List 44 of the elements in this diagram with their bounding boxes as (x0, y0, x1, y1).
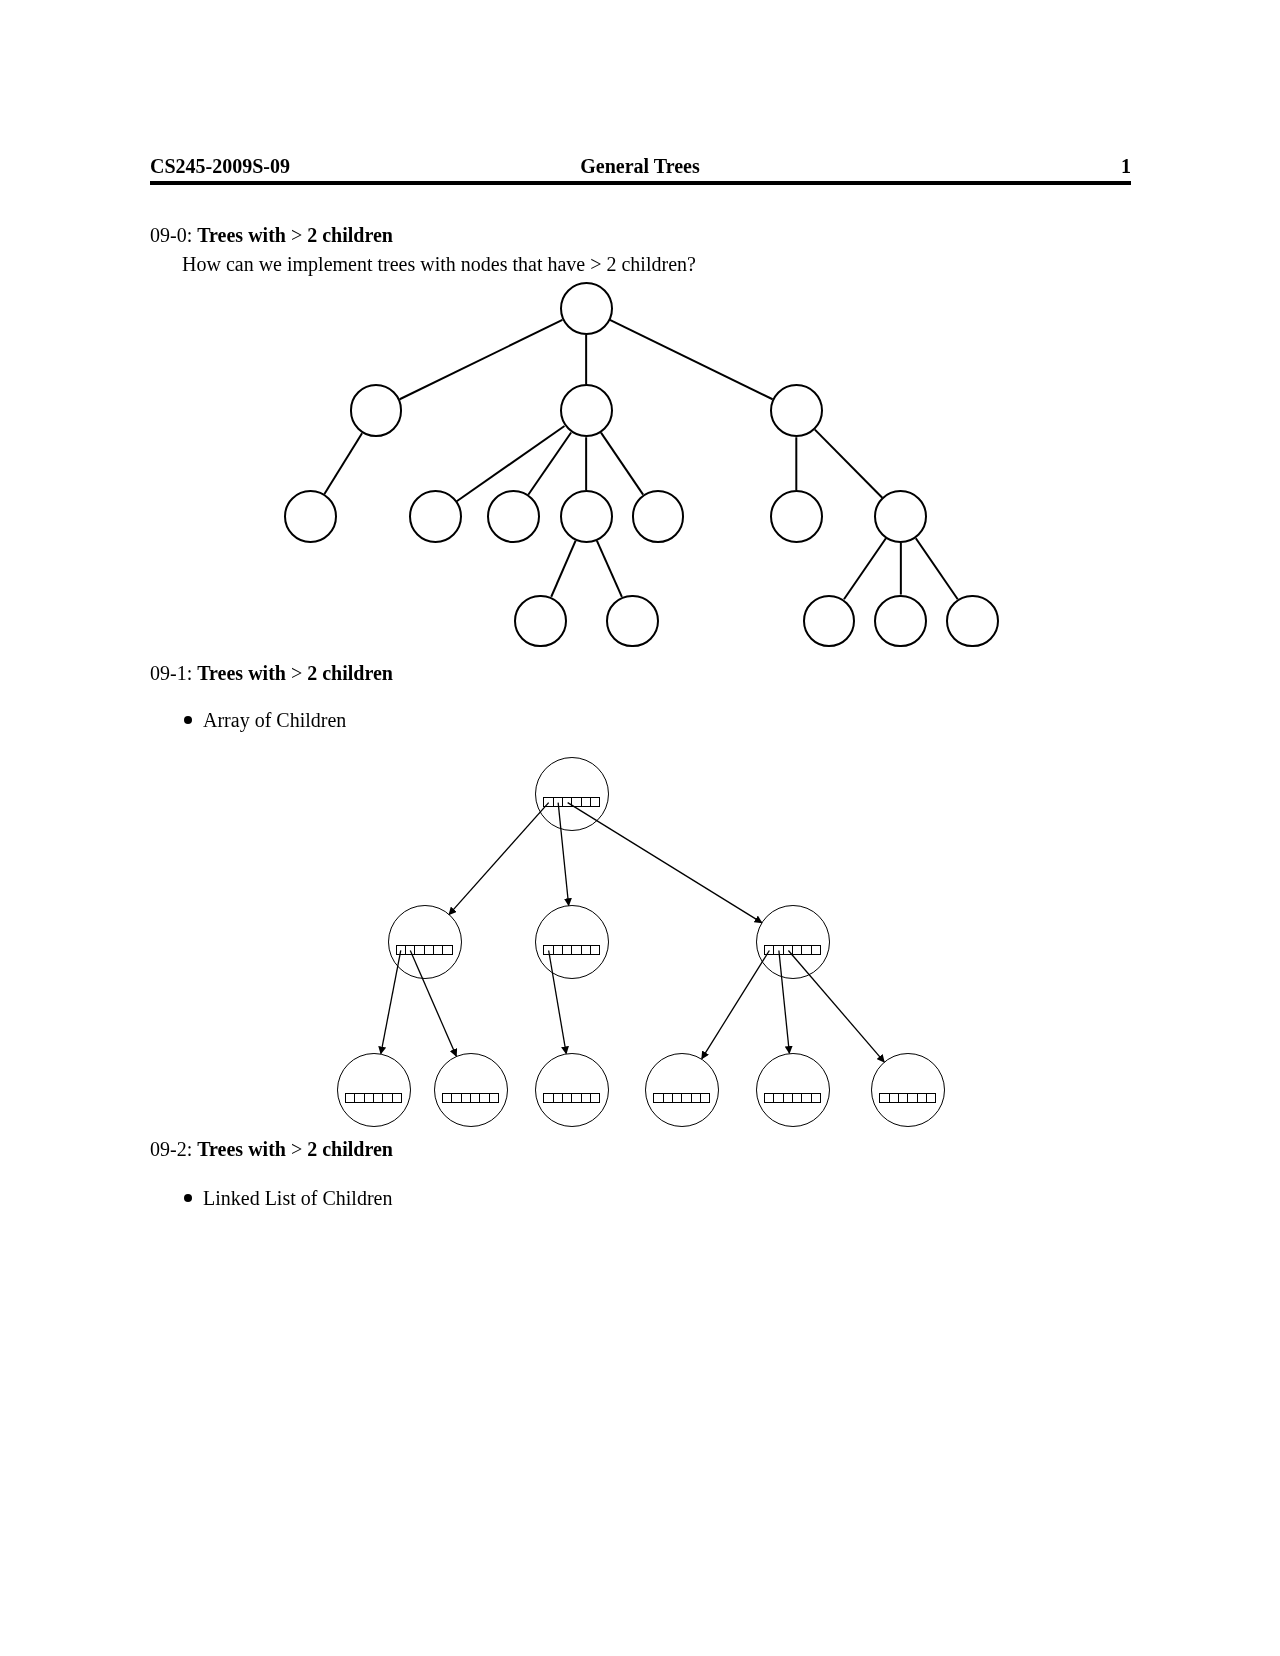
tree-node-circle (559, 281, 613, 335)
tree-node-circle (284, 490, 337, 543)
tree-edge (585, 333, 588, 386)
tree-node-circle (769, 384, 823, 438)
tree-edge (608, 318, 774, 401)
page-number: 1 (1121, 154, 1131, 178)
arrow (378, 949, 402, 1055)
tree-edge (455, 424, 566, 503)
tree-edge (600, 431, 645, 496)
arrow (409, 949, 458, 1057)
tree-edge (843, 537, 887, 601)
header-code: CS245-2009S-09 (150, 154, 290, 178)
tree-node-circle (349, 384, 403, 438)
section-heading: 09-0: Trees with > 2 children (150, 223, 393, 247)
bullet-text: Linked List of Children (203, 1186, 393, 1210)
tree-edge (550, 539, 577, 598)
arrow (557, 802, 572, 907)
arrow (548, 949, 569, 1055)
arrow (701, 949, 770, 1060)
section-heading: 09-2: Trees with > 2 children (150, 1137, 393, 1161)
arrow (448, 802, 550, 916)
tree-edge (813, 428, 884, 499)
tree-edge (527, 431, 573, 496)
tree-node-circle (874, 490, 928, 543)
tree-node-circle (559, 490, 613, 543)
arrow (778, 949, 793, 1055)
tree-node-circle (769, 490, 823, 543)
tree-edge (914, 537, 959, 601)
tree-node-circle (606, 594, 659, 648)
tree-edge (899, 541, 902, 596)
arrow (567, 802, 763, 924)
page-title: General Trees (580, 154, 700, 178)
question-text: How can we implement trees with nodes that have > 2 children? (182, 252, 696, 276)
tree-edge (323, 432, 364, 495)
arrow (787, 949, 885, 1063)
tree-node-circle (559, 384, 613, 438)
tree-edge (595, 539, 623, 598)
tree-edge (585, 436, 588, 492)
section-heading: 09-1: Trees with > 2 children (150, 661, 393, 685)
tree-edge (795, 436, 798, 492)
tree-node-circle (408, 490, 462, 543)
bullet-text: Array of Children (203, 708, 347, 732)
tree-node-circle (486, 490, 540, 543)
tree-edge (398, 318, 564, 401)
